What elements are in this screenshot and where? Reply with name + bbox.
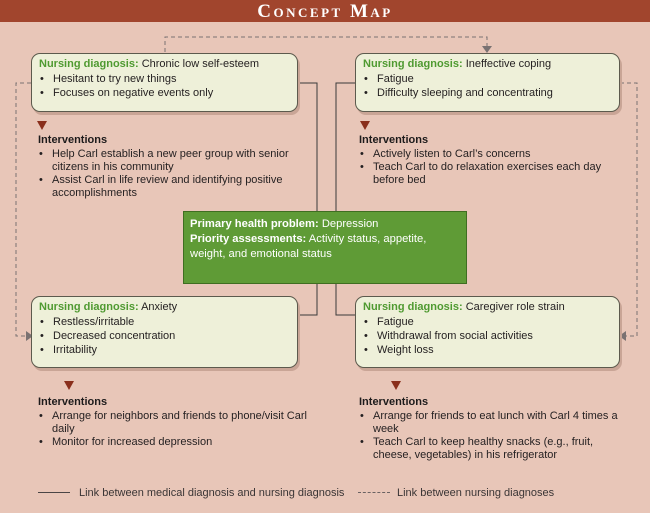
primary-problem-value: Depression xyxy=(321,218,379,230)
primary-problem-label: Primary health problem: xyxy=(190,218,319,230)
list-item: Assist Carl in life review and identifyi… xyxy=(38,174,308,200)
diagnosis-value: Chronic low self-esteem xyxy=(141,58,260,70)
diagnosis-heading: Nursing diagnosis: Anxiety xyxy=(39,300,291,314)
down-arrow-icon xyxy=(391,381,401,390)
list-item: Arrange for friends to eat lunch with Ca… xyxy=(359,410,629,436)
list-item: Difficulty sleeping and concentrating xyxy=(363,86,613,100)
interventions-caregiver-strain: Interventions Arrange for friends to eat… xyxy=(359,396,629,462)
list-item: Actively listen to Carl’s concerns xyxy=(359,148,629,161)
legend-dashed-label: Link between nursing diagnoses xyxy=(397,487,555,499)
dashed-link-top xyxy=(164,36,488,52)
priority-assessments-line: Priority assessments: Activity status, a… xyxy=(190,232,460,262)
diagnosis-label: Nursing diagnosis: xyxy=(363,58,463,70)
interventions-heading: Interventions xyxy=(359,134,429,146)
symptom-list: Hesitant to try new things Focuses on ne… xyxy=(39,72,291,100)
solid-link-bottom-left xyxy=(298,284,318,316)
solid-link-top-left xyxy=(298,82,318,211)
list-item: Fatigue xyxy=(363,72,613,86)
legend-solid-line xyxy=(38,492,70,493)
interventions-heading: Interventions xyxy=(38,396,108,408)
list-item: Focuses on negative events only xyxy=(39,86,291,100)
list-item: Irritability xyxy=(39,343,291,357)
interventions-anxiety: Interventions Arrange for neighbors and … xyxy=(38,396,318,449)
list-item: Restless/irritable xyxy=(39,315,291,329)
diagnosis-value: Caregiver role strain xyxy=(465,301,565,313)
interventions-self-esteem: Interventions Help Carl establish a new … xyxy=(38,134,308,200)
dashed-arrowhead-left xyxy=(26,331,33,341)
down-arrow-icon xyxy=(64,381,74,390)
diagnosis-box-anxiety: Nursing diagnosis: Anxiety Restless/irri… xyxy=(31,296,298,368)
dashed-arrowhead-right xyxy=(619,331,626,341)
diagnosis-box-coping: Nursing diagnosis: Ineffective coping Fa… xyxy=(355,53,620,112)
solid-link-bottom-right xyxy=(335,284,355,316)
list-item: Hesitant to try new things xyxy=(39,72,291,86)
diagnosis-heading: Nursing diagnosis: Caregiver role strain xyxy=(363,300,613,314)
primary-problem-box: Primary health problem: Depression Prior… xyxy=(183,211,467,284)
dashed-link-left xyxy=(15,82,31,337)
down-arrow-icon xyxy=(360,121,370,130)
diagnosis-value: Anxiety xyxy=(141,301,178,313)
diagnosis-label: Nursing diagnosis: xyxy=(39,301,139,313)
dashed-arrowhead-top xyxy=(482,46,492,53)
list-item: Withdrawal from social activities xyxy=(363,329,613,343)
diagnosis-label: Nursing diagnosis: xyxy=(363,301,463,313)
list-item: Teach Carl to keep healthy snacks (e.g.,… xyxy=(359,436,629,462)
list-item: Weight loss xyxy=(363,343,613,357)
priority-assessments-label: Priority assessments: xyxy=(190,233,307,245)
list-item: Teach Carl to do relaxation exercises ea… xyxy=(359,161,629,187)
diagnosis-box-self-esteem: Nursing diagnosis: Chronic low self-este… xyxy=(31,53,298,112)
dashed-link-right xyxy=(620,82,638,337)
diagnosis-heading: Nursing diagnosis: Ineffective coping xyxy=(363,57,613,71)
list-item: Arrange for neighbors and friends to pho… xyxy=(38,410,318,436)
diagnosis-label: Nursing diagnosis: xyxy=(39,58,139,70)
legend-solid-label: Link between medical diagnosis and nursi… xyxy=(79,487,345,499)
priority-assessments-value: Activity status, appetite, weight, and e… xyxy=(190,233,427,260)
down-arrow-icon xyxy=(37,121,47,130)
list-item: Decreased concentration xyxy=(39,329,291,343)
diagnosis-box-caregiver-strain: Nursing diagnosis: Caregiver role strain… xyxy=(355,296,620,368)
list-item: Fatigue xyxy=(363,315,613,329)
symptom-list: Fatigue Difficulty sleeping and concentr… xyxy=(363,72,613,100)
diagnosis-value: Ineffective coping xyxy=(465,58,552,70)
interventions-heading: Interventions xyxy=(359,396,429,408)
list-item: Monitor for increased depression xyxy=(38,436,318,449)
page-title: Concept Map xyxy=(257,1,393,22)
list-item: Help Carl establish a new peer group wit… xyxy=(38,148,308,174)
symptom-list: Fatigue Withdrawal from social activitie… xyxy=(363,315,613,357)
symptom-list: Restless/irritable Decreased concentrati… xyxy=(39,315,291,357)
legend-dashed-line xyxy=(358,492,390,493)
diagnosis-heading: Nursing diagnosis: Chronic low self-este… xyxy=(39,57,291,71)
primary-problem-line: Primary health problem: Depression xyxy=(190,217,460,232)
solid-link-top-right xyxy=(335,82,355,211)
interventions-coping: Interventions Actively listen to Carl’s … xyxy=(359,134,629,187)
title-bar xyxy=(0,0,650,22)
interventions-heading: Interventions xyxy=(38,134,108,146)
